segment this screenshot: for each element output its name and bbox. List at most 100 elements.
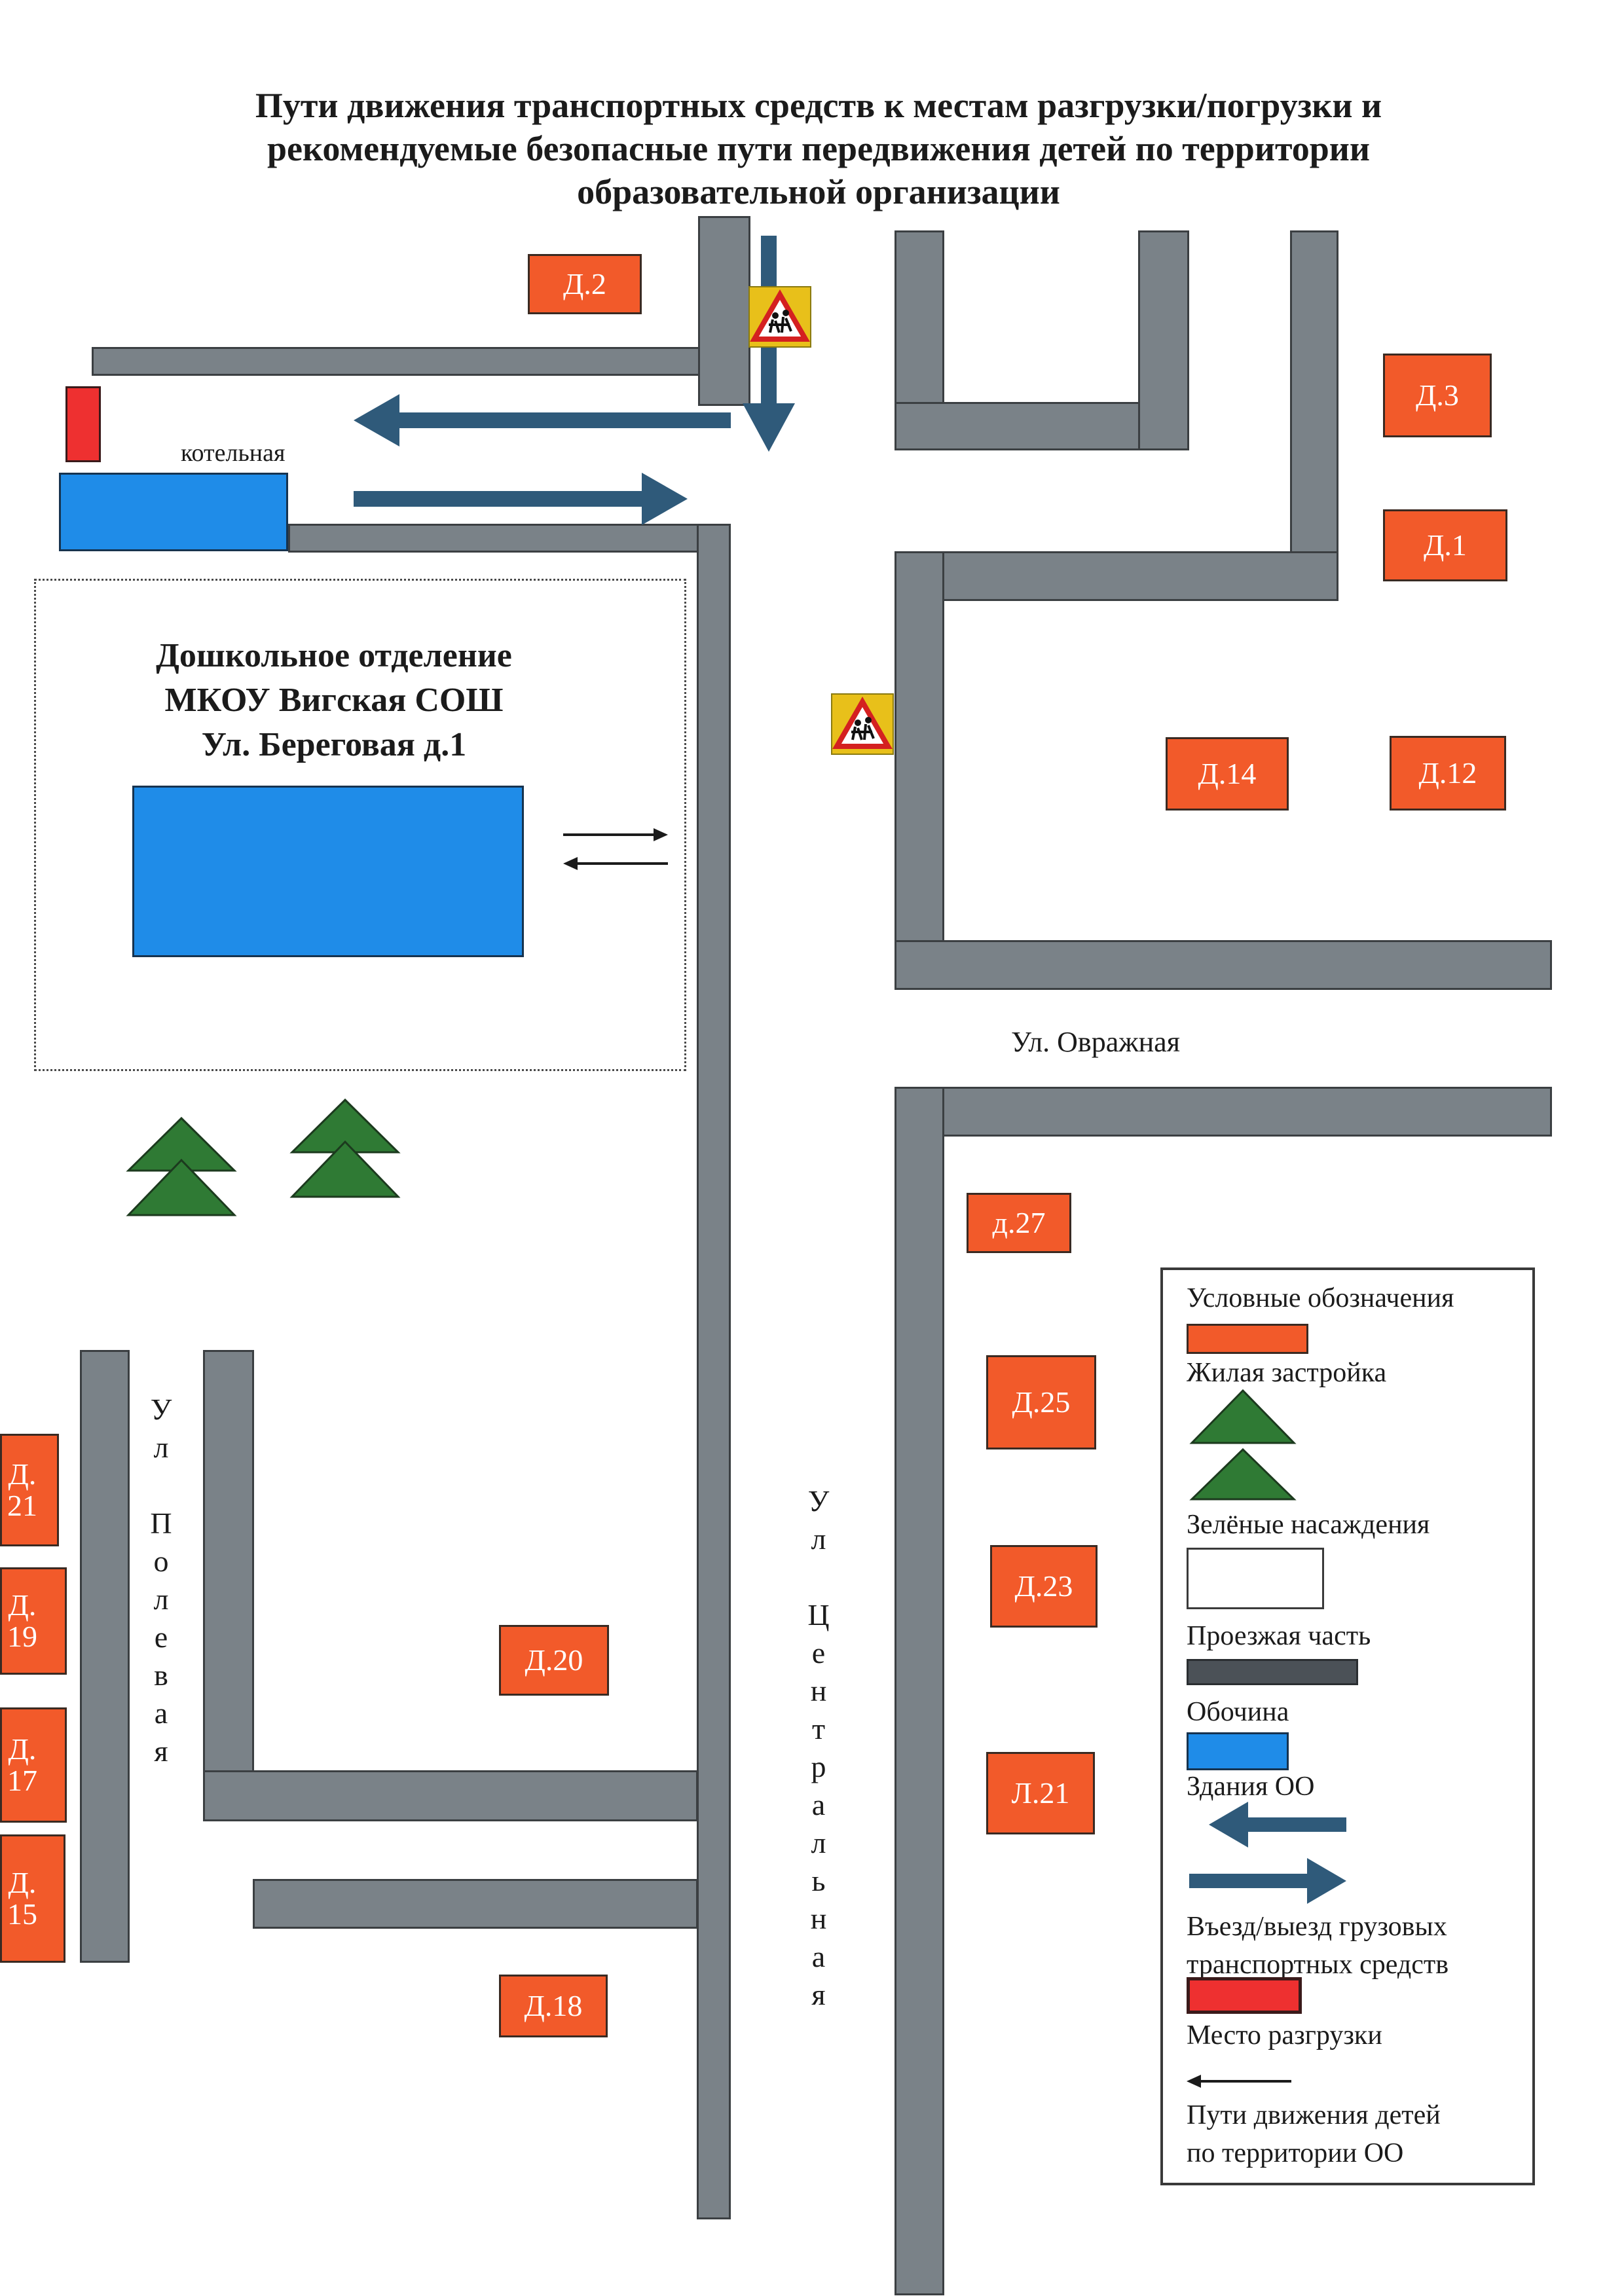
road-polevaya-left bbox=[80, 1350, 130, 1963]
legend-truck-entry-exit: Въезд/выезд грузовых транспортных средст… bbox=[1187, 1908, 1449, 1984]
street-ovrazhnaya-label: Ул. Овражная bbox=[1011, 1026, 1180, 1058]
boiler-label: котельная bbox=[181, 439, 286, 467]
legend-unloading: Место разгрузки bbox=[1187, 2020, 1382, 2050]
centralnaya-letter: т bbox=[811, 1712, 826, 1745]
house-l21: Л.21 bbox=[986, 1752, 1095, 1834]
truck-arrow-right-icon bbox=[354, 473, 688, 525]
title-line-1: Пути движения транспортных средств к мес… bbox=[255, 86, 1382, 125]
school-title: Дошкольное отделение МКОУ Вигская СОШ Ул… bbox=[105, 634, 563, 767]
road-ovrazhnaya bbox=[895, 1087, 1552, 1137]
house-d19-label: Д. 19 bbox=[7, 1588, 37, 1653]
road-top-vertical bbox=[698, 216, 750, 406]
house-d27: д.27 bbox=[967, 1193, 1071, 1253]
house-d21-left-label: Д. 21 bbox=[7, 1457, 37, 1522]
legend-swatch-unloading bbox=[1187, 1977, 1302, 2014]
school-building bbox=[132, 786, 524, 957]
road-centralnaya-right-upper bbox=[895, 551, 944, 987]
map-title: Пути движения транспортных средств к мес… bbox=[118, 84, 1519, 213]
polevaya-letter: л bbox=[153, 1582, 169, 1616]
legend-roadway: Проезжая часть bbox=[1187, 1621, 1371, 1651]
centralnaya-letter bbox=[799, 1558, 838, 1596]
centralnaya-letter: ь bbox=[811, 1864, 826, 1897]
polevaya-letter bbox=[141, 1467, 181, 1504]
truck-arrow-left-icon bbox=[354, 394, 731, 446]
house-d18: Д.18 bbox=[499, 1975, 608, 2037]
street-polevaya-label: У л П о л е в а я bbox=[141, 1391, 181, 1770]
road-lower-horizontal-1 bbox=[203, 1770, 698, 1821]
legend-title: Условные обозначения bbox=[1187, 1283, 1454, 1313]
title-line-3: образовательной организации bbox=[577, 172, 1060, 211]
centralnaya-letter: р bbox=[811, 1750, 826, 1783]
road-right-vertical-top bbox=[1290, 230, 1338, 601]
house-d3: Д.3 bbox=[1383, 354, 1492, 437]
road-upper-to-ovrazhnaya bbox=[895, 940, 1552, 990]
polevaya-letter: е bbox=[154, 1620, 168, 1654]
house-d19: Д. 19 bbox=[0, 1567, 67, 1675]
legend-buildings: Здания ОО bbox=[1187, 1772, 1315, 1802]
legend-swatch-shoulder bbox=[1187, 1659, 1358, 1685]
legend-swatch-residential bbox=[1187, 1324, 1308, 1354]
polevaya-letter: У bbox=[150, 1393, 172, 1426]
polevaya-letter: о bbox=[153, 1544, 169, 1578]
boiler-building bbox=[59, 473, 288, 551]
house-d14: Д.14 bbox=[1166, 737, 1289, 811]
polevaya-letter: П bbox=[150, 1506, 172, 1540]
road-school-bottom bbox=[288, 524, 720, 553]
polevaya-letter: в bbox=[154, 1658, 168, 1692]
polevaya-letter: л bbox=[153, 1430, 169, 1464]
tree-icon bbox=[126, 1116, 237, 1216]
centralnaya-letter: л bbox=[811, 1826, 826, 1859]
house-d15-label: Д. 15 bbox=[7, 1865, 37, 1931]
centralnaya-letter: а bbox=[811, 1788, 826, 1821]
legend-swatch-building bbox=[1187, 1732, 1289, 1770]
house-d2: Д.2 bbox=[528, 254, 642, 314]
children-crossing-sign-icon bbox=[748, 286, 811, 348]
legend-children-line-1: Пути движения детей bbox=[1187, 2100, 1441, 2130]
house-d17-label: Д. 17 bbox=[7, 1732, 37, 1797]
polevaya-letter: а bbox=[154, 1696, 168, 1730]
tree-icon bbox=[289, 1098, 401, 1198]
legend-truck-line-1: Въезд/выезд грузовых bbox=[1187, 1912, 1447, 1942]
road-centralnaya-right-lower bbox=[895, 1087, 944, 2295]
centralnaya-letter: я bbox=[811, 1978, 826, 2011]
centralnaya-letter: Ц bbox=[807, 1598, 830, 1631]
road-top-horizontal bbox=[92, 347, 701, 376]
centralnaya-letter: н bbox=[810, 1674, 827, 1707]
road-polevaya-right bbox=[203, 1350, 254, 1821]
school-title-line-3: Ул. Береговая д.1 bbox=[201, 726, 467, 763]
legend-children-line-2: по территории ОО bbox=[1187, 2138, 1404, 2168]
legend-residential: Жилая застройка bbox=[1187, 1358, 1387, 1388]
house-d25: Д.25 bbox=[986, 1355, 1096, 1449]
legend-shoulder: Обочина bbox=[1187, 1697, 1289, 1727]
centralnaya-letter: е bbox=[811, 1636, 826, 1669]
road-centralnaya-left bbox=[697, 524, 731, 2219]
house-d23: Д.23 bbox=[990, 1545, 1098, 1628]
street-centralnaya-label: У л Ц е н т р а л ь н а я bbox=[799, 1482, 838, 2014]
house-d17: Д. 17 bbox=[0, 1707, 67, 1823]
centralnaya-letter: н bbox=[810, 1902, 827, 1935]
school-territory bbox=[34, 579, 686, 1071]
road-ublock-left bbox=[895, 230, 944, 407]
tree-icon bbox=[1189, 1389, 1297, 1501]
arrow-icon bbox=[1189, 1858, 1346, 1904]
centralnaya-letter: а bbox=[811, 1940, 826, 1973]
legend-greenery: Зелёные насаждения bbox=[1187, 1510, 1430, 1540]
legend-swatch-roadway bbox=[1187, 1548, 1324, 1609]
house-d20: Д.20 bbox=[499, 1625, 609, 1696]
school-title-line-1: Дошкольное отделение bbox=[156, 637, 512, 674]
legend-children-paths: Пути движения детей по территории ОО bbox=[1187, 2096, 1441, 2172]
children-path-arrow-icon bbox=[1187, 2075, 1291, 2088]
polevaya-letter: я bbox=[154, 1734, 168, 1768]
arrow-icon bbox=[1209, 1802, 1346, 1848]
house-d21-left: Д. 21 bbox=[0, 1434, 59, 1546]
unloading-place bbox=[65, 386, 101, 462]
children-path-arrow-left-icon bbox=[563, 857, 668, 870]
centralnaya-letter: У bbox=[807, 1484, 830, 1518]
road-lower-horizontal-2 bbox=[253, 1879, 698, 1929]
house-d12: Д.12 bbox=[1390, 736, 1506, 811]
children-crossing-sign-icon bbox=[831, 693, 894, 755]
road-ublock-right bbox=[1138, 230, 1189, 450]
house-d15: Д. 15 bbox=[0, 1834, 65, 1963]
road-right-horizontal bbox=[895, 551, 1338, 601]
house-d1: Д.1 bbox=[1383, 509, 1507, 581]
